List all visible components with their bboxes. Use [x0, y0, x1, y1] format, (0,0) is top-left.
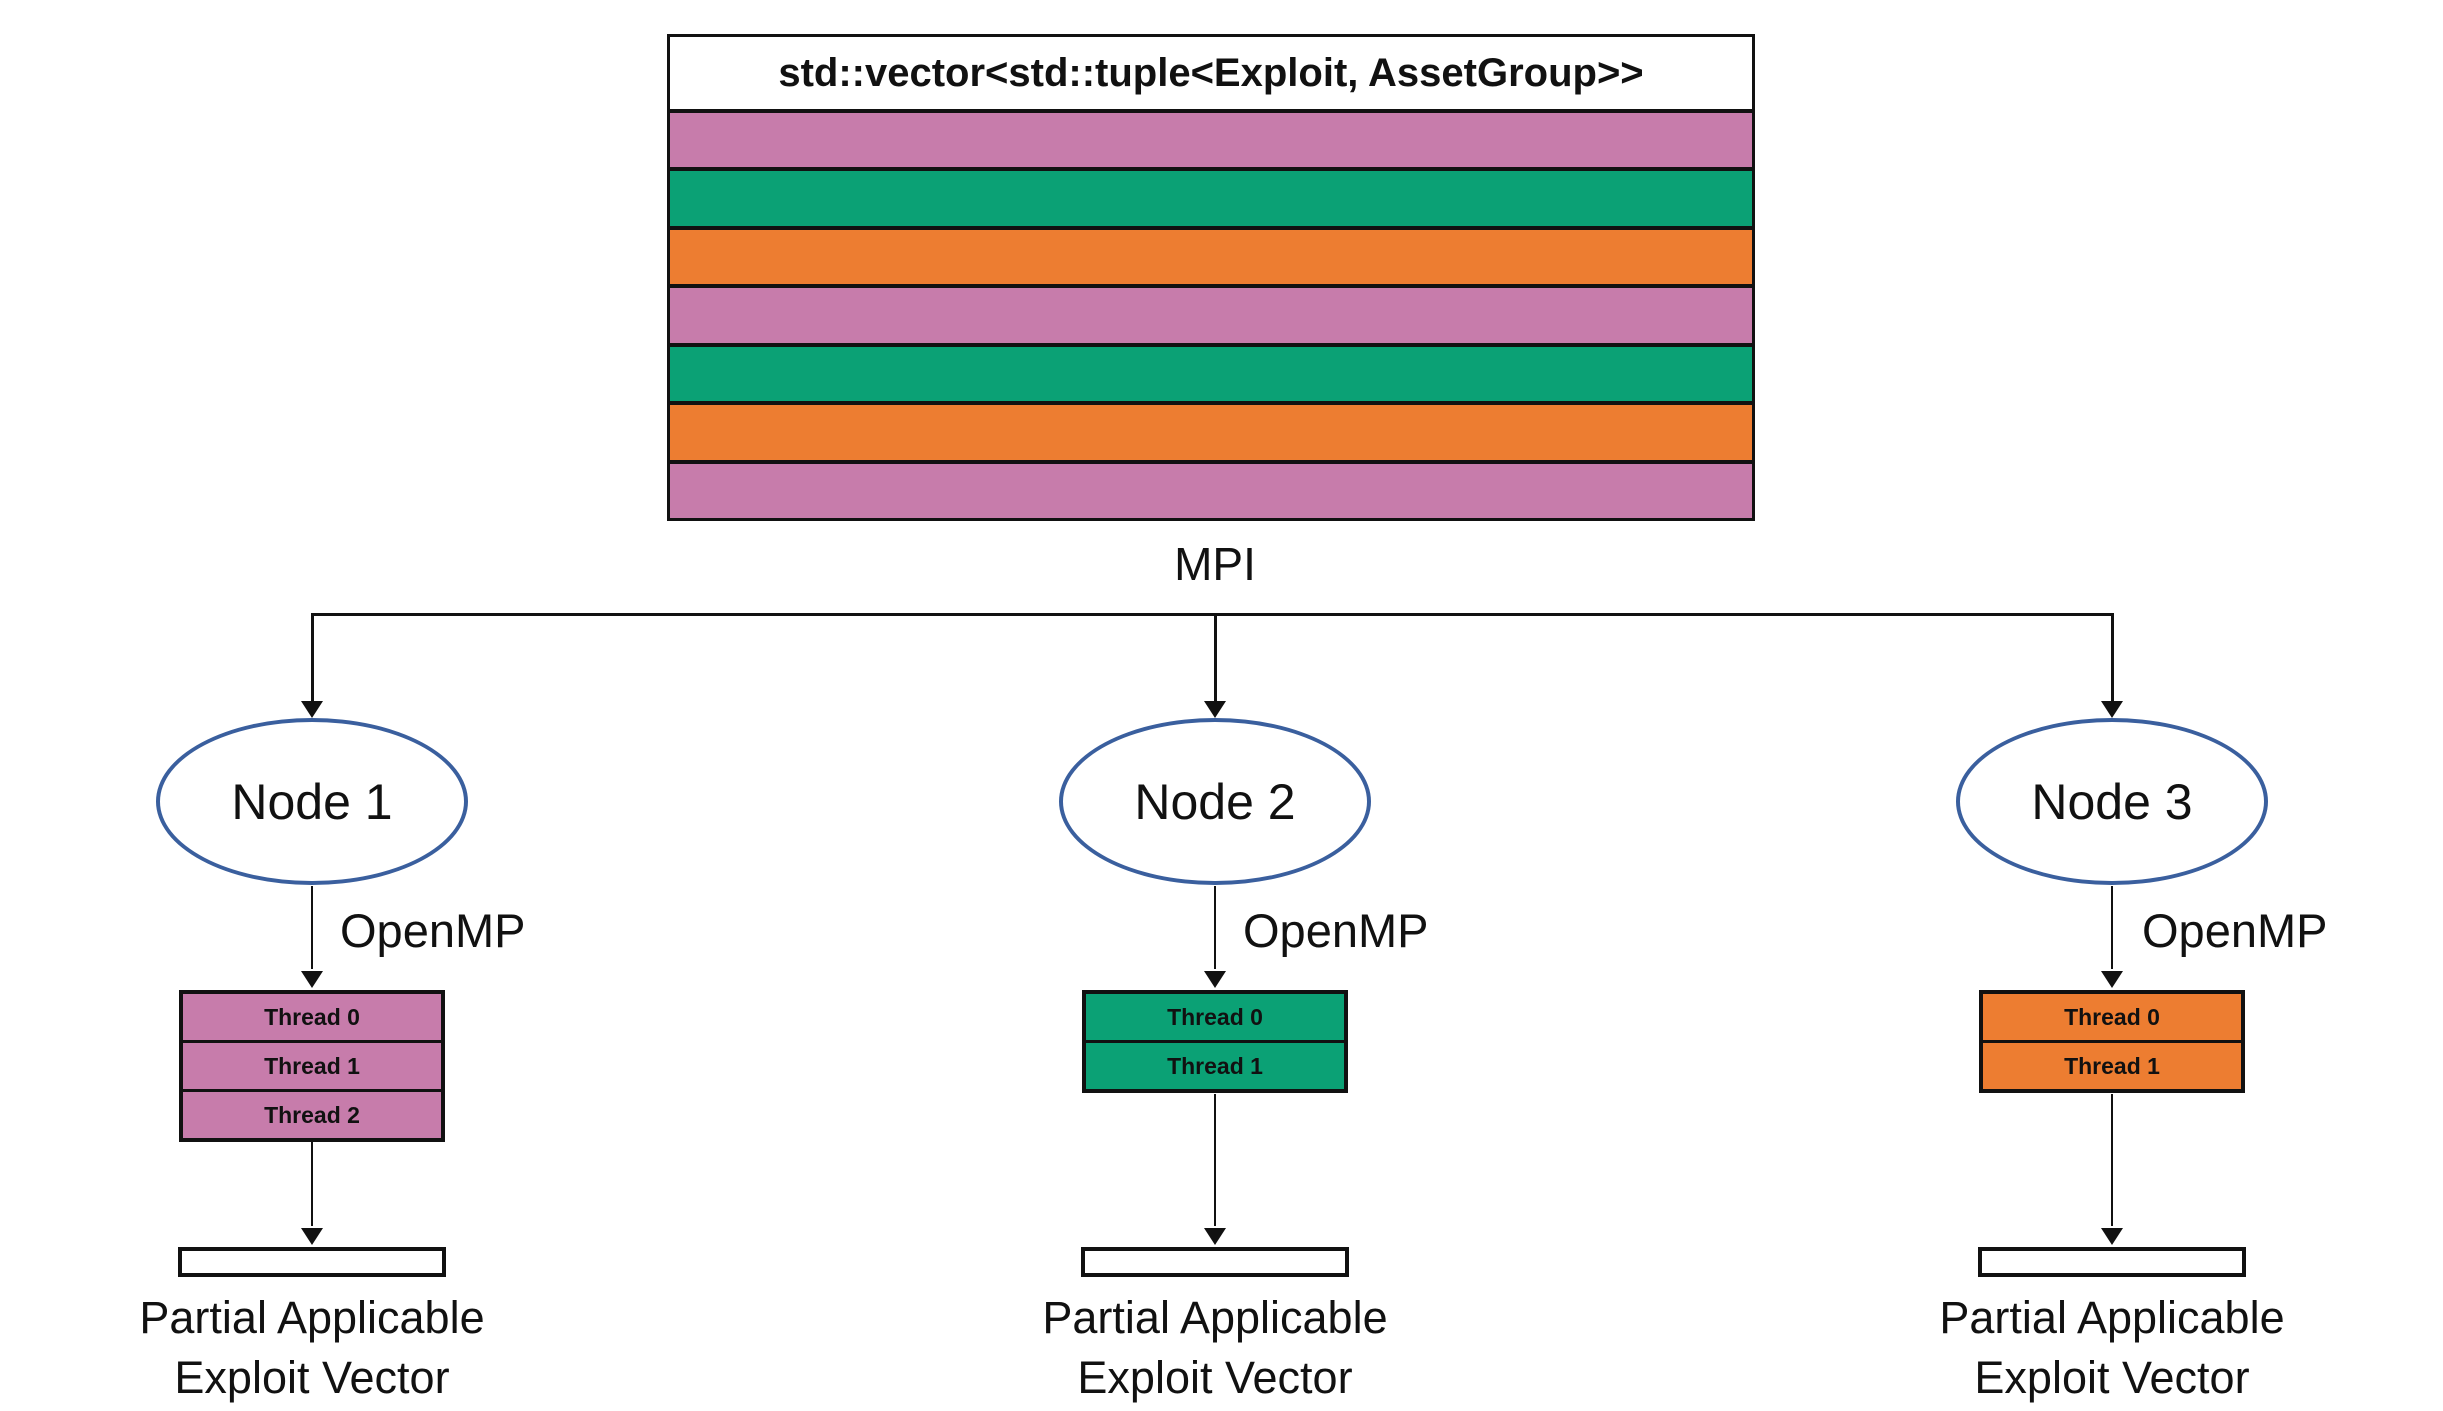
- node-3-result-box: [1978, 1247, 2246, 1277]
- thread-row: Thread 0: [264, 1003, 360, 1030]
- vector-element-stripe: [670, 401, 1752, 460]
- arrow-down-icon: [301, 1228, 323, 1245]
- caption-line: Partial Applicable: [1939, 1292, 2285, 1343]
- connector-line: [1214, 613, 1217, 701]
- openmp-label: OpenMP: [2142, 904, 2328, 957]
- node-1-result-box: [178, 1247, 446, 1277]
- caption-line: Exploit Vector: [1974, 1352, 2250, 1403]
- connector-line: [311, 613, 314, 701]
- arrow-down-icon: [1204, 1228, 1226, 1245]
- node-2-ellipse: Node 2: [1059, 718, 1371, 885]
- arrow-down-icon: [1204, 701, 1226, 718]
- node-3-thread-box: Thread 0 Thread 1: [1979, 990, 2245, 1093]
- thread-row: Thread 1: [1086, 1040, 1344, 1089]
- connector-line: [311, 1142, 313, 1226]
- connector-line: [311, 886, 313, 969]
- vector-box: std::vector<std::tuple<Exploit, AssetGro…: [667, 34, 1755, 521]
- thread-row: Thread 2: [183, 1089, 441, 1138]
- node-2-result-box: [1081, 1247, 1349, 1277]
- mpi-label: MPI: [1174, 538, 1256, 590]
- caption-line: Partial Applicable: [139, 1292, 485, 1343]
- node-2-label: Node 2: [1134, 773, 1296, 830]
- vector-element-stripe: [670, 167, 1752, 226]
- connector-line: [1214, 886, 1216, 969]
- node-1-label: Node 1: [231, 773, 393, 830]
- caption-line: Exploit Vector: [174, 1352, 450, 1403]
- thread-row: Thread 1: [183, 1040, 441, 1089]
- arrow-down-icon: [2101, 701, 2123, 718]
- vector-box-title: std::vector<std::tuple<Exploit, AssetGro…: [778, 50, 1644, 95]
- vector-element-stripe: [670, 459, 1752, 518]
- caption-line: Exploit Vector: [1077, 1352, 1353, 1403]
- arrow-down-icon: [301, 971, 323, 988]
- connector-line: [2111, 613, 2114, 701]
- caption-line: Partial Applicable: [1042, 1292, 1388, 1343]
- openmp-label: OpenMP: [340, 904, 526, 957]
- thread-row: Thread 0: [1167, 1003, 1263, 1030]
- mpi-distribution-line: [311, 613, 2113, 616]
- node-3-ellipse: Node 3: [1956, 718, 2268, 885]
- node-3-caption: Partial Applicable Exploit Vector: [1862, 1288, 2362, 1408]
- connector-line: [2111, 886, 2113, 969]
- connector-line: [2111, 1094, 2113, 1226]
- connector-line: [1214, 1094, 1216, 1226]
- node-1-caption: Partial Applicable Exploit Vector: [62, 1288, 562, 1408]
- thread-row: Thread 0: [2064, 1003, 2160, 1030]
- thread-row: Thread 1: [1983, 1040, 2241, 1089]
- node-2-thread-box: Thread 0 Thread 1: [1082, 990, 1348, 1093]
- arrow-down-icon: [2101, 1228, 2123, 1245]
- node-3-label: Node 3: [2031, 773, 2193, 830]
- arrow-down-icon: [2101, 971, 2123, 988]
- vector-element-stripe: [670, 109, 1752, 168]
- vector-element-stripe: [670, 284, 1752, 343]
- node-2-caption: Partial Applicable Exploit Vector: [965, 1288, 1465, 1408]
- openmp-label: OpenMP: [1243, 904, 1429, 957]
- node-1-thread-box: Thread 0 Thread 1 Thread 2: [179, 990, 445, 1142]
- arrow-down-icon: [301, 701, 323, 718]
- vector-element-stripe: [670, 225, 1752, 285]
- arrow-down-icon: [1204, 971, 1226, 988]
- node-1-ellipse: Node 1: [156, 718, 468, 885]
- vector-element-stripe: [670, 342, 1752, 402]
